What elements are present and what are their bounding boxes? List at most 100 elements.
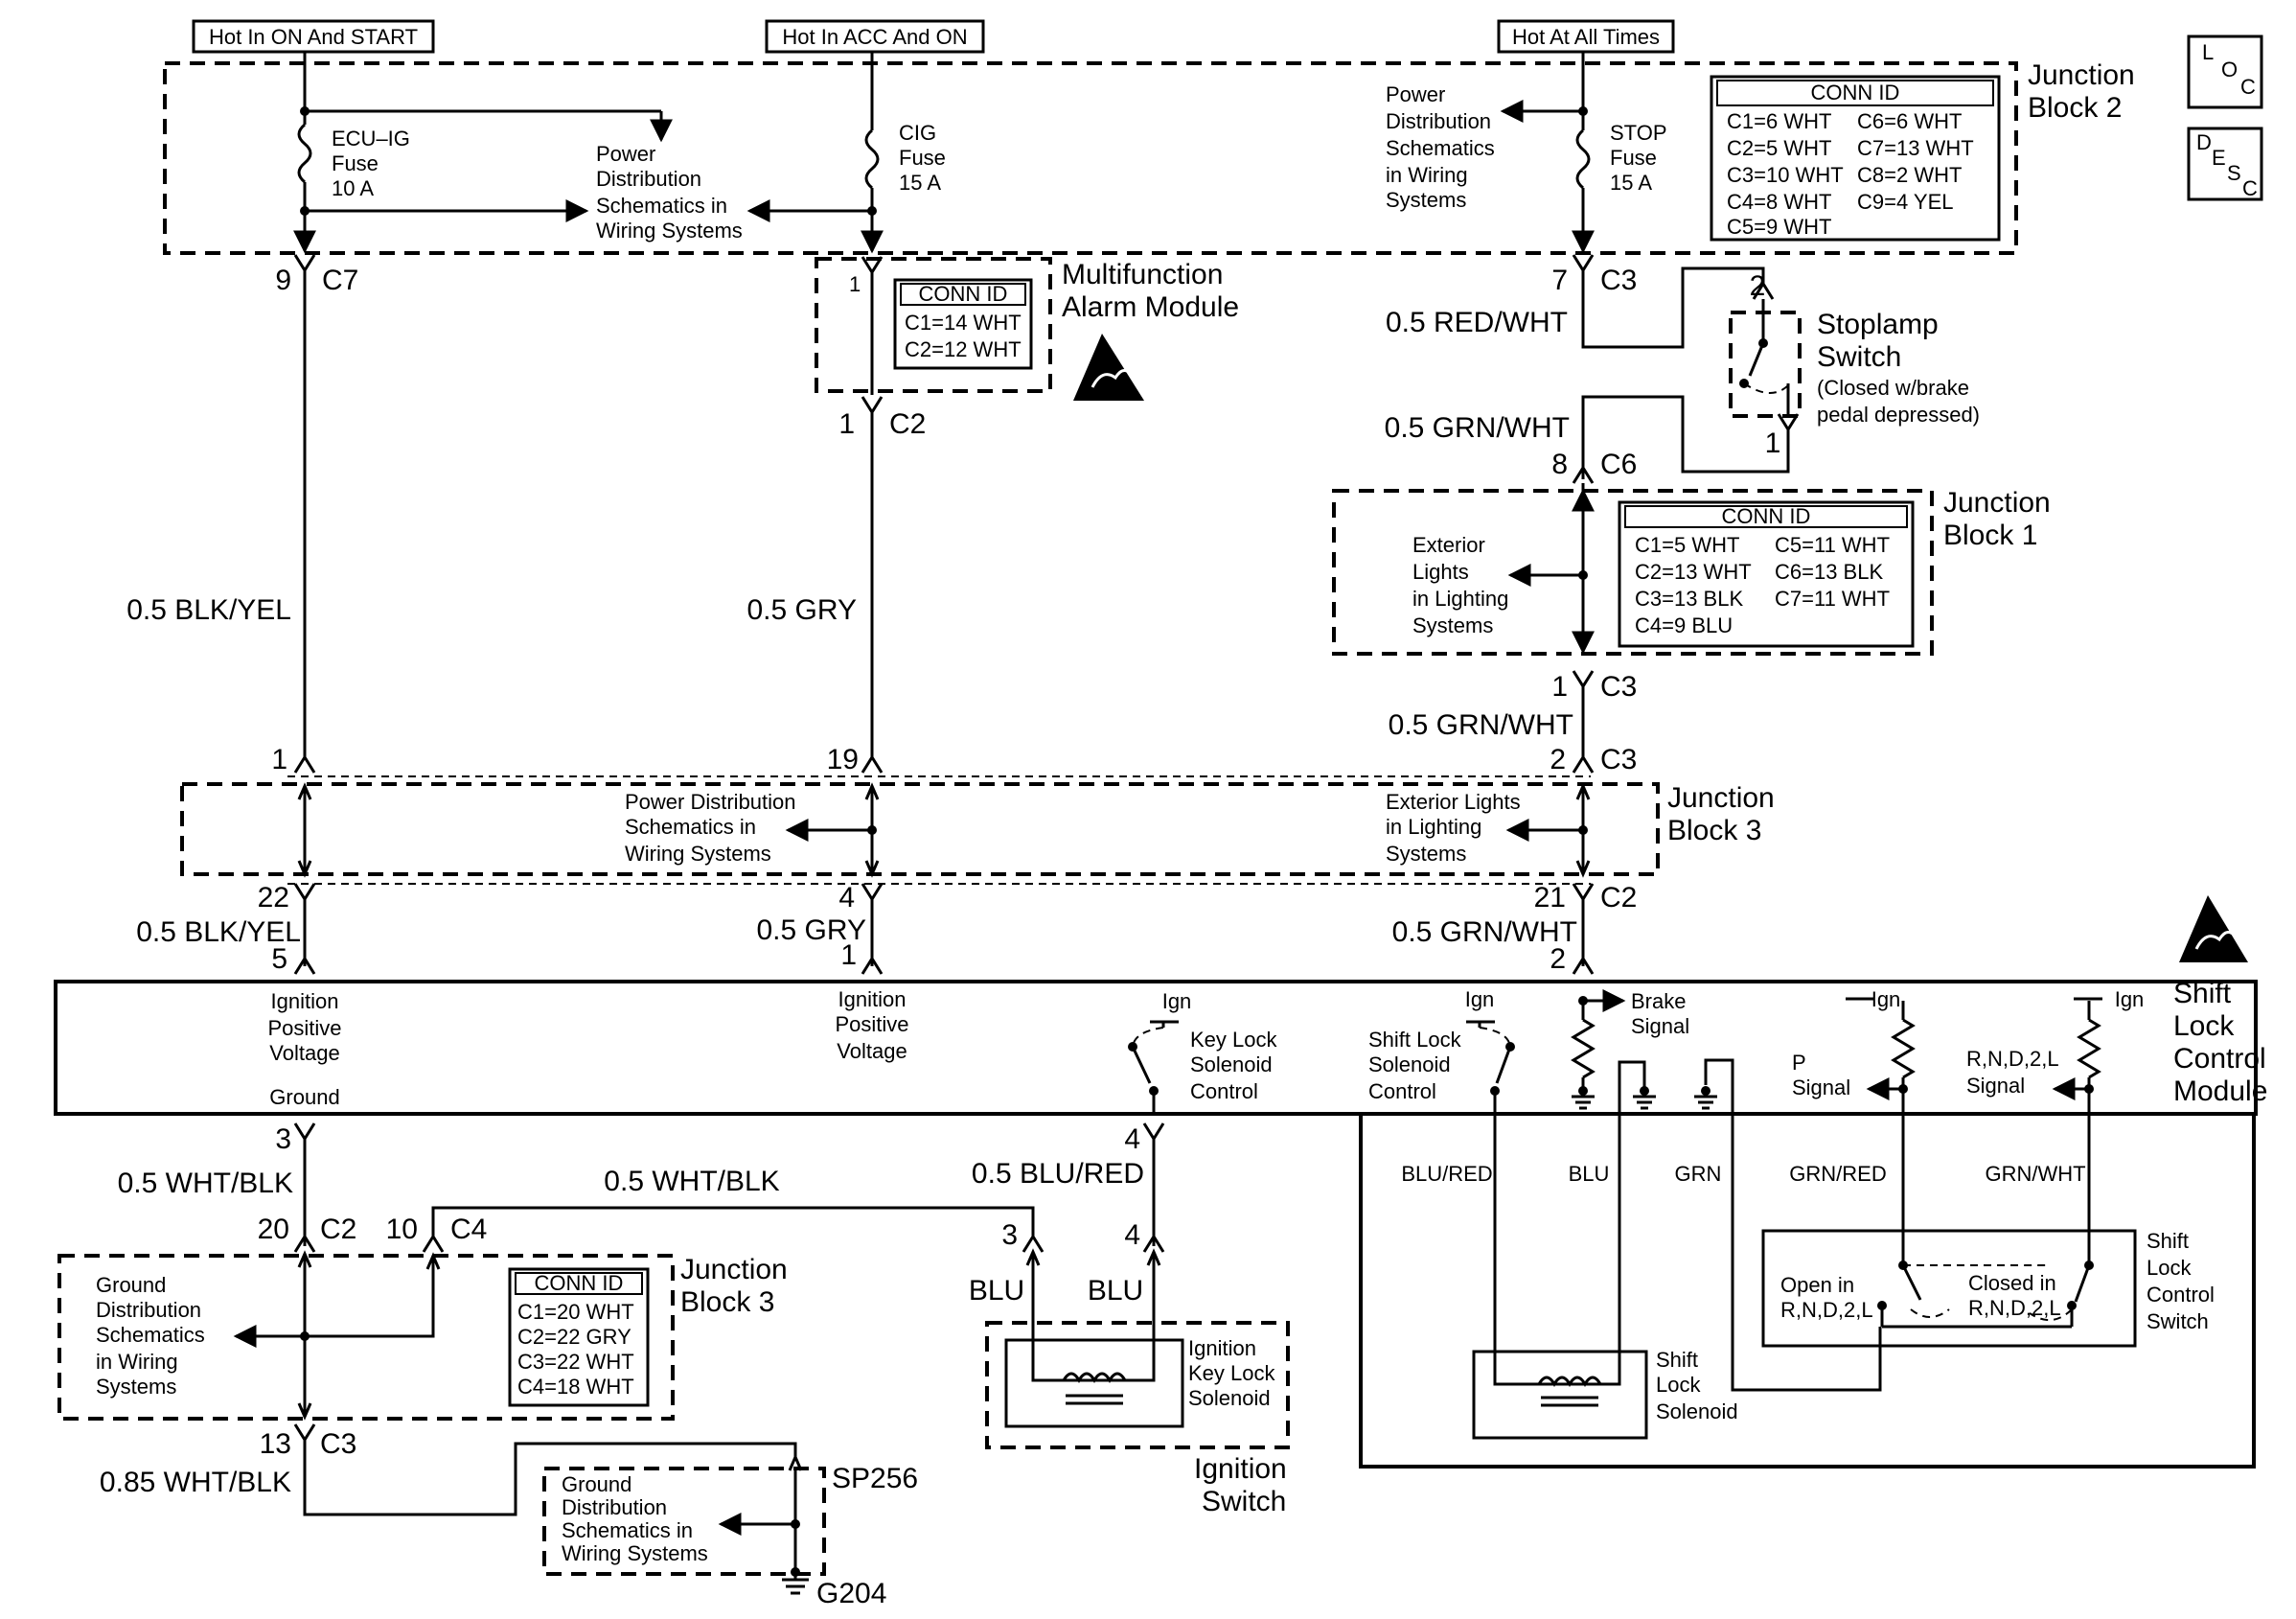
svg-text:ECU–IG: ECU–IG — [332, 127, 410, 150]
svg-text:Shift: Shift — [1656, 1348, 1698, 1372]
multifunction-alarm-module: Multifunction Alarm Module 1 CONN ID C1=… — [815, 257, 1239, 393]
cig-fuse-icon — [864, 128, 880, 190]
resistor-icon — [1571, 1018, 1596, 1079]
desc-icon[interactable]: D E S C — [2187, 127, 2263, 201]
svg-text:Solenoid: Solenoid — [1190, 1052, 1273, 1076]
svg-text:5: 5 — [271, 943, 287, 975]
svg-text:Block 1: Block 1 — [1943, 520, 2037, 551]
svg-text:Voltage: Voltage — [269, 1041, 339, 1065]
svg-text:2: 2 — [1750, 270, 1766, 302]
wire-label: 0.5 RED/WHT — [1386, 307, 1568, 338]
svg-text:1: 1 — [849, 272, 861, 296]
ecu-ig-fuse-label: ECU–IG Fuse 10 A — [332, 127, 410, 200]
connector-icon — [293, 754, 316, 774]
svg-text:CONN ID: CONN ID — [919, 282, 1008, 306]
svg-text:10 A: 10 A — [332, 176, 374, 200]
svg-text:C1=5 WHT: C1=5 WHT — [1635, 533, 1739, 557]
svg-text:Ign: Ign — [1871, 987, 1901, 1011]
svg-text:Switch: Switch — [1202, 1486, 1286, 1517]
wire-label: 0.85 WHT/BLK — [100, 1467, 291, 1498]
svg-text:C7: C7 — [322, 265, 358, 296]
svg-text:CONN ID: CONN ID — [535, 1271, 624, 1295]
svg-text:Schematics: Schematics — [96, 1323, 205, 1347]
svg-text:in Lighting: in Lighting — [1386, 815, 1481, 839]
svg-text:Key Lock: Key Lock — [1190, 1028, 1277, 1052]
svg-text:C4=18 WHT: C4=18 WHT — [517, 1375, 634, 1399]
svg-text:Ignition: Ignition — [838, 987, 907, 1011]
svg-text:Schematics in: Schematics in — [625, 815, 756, 839]
svg-text:SP256: SP256 — [832, 1463, 918, 1494]
svg-text:C2=12 WHT: C2=12 WHT — [905, 337, 1022, 361]
svg-text:Distribution: Distribution — [562, 1495, 667, 1519]
svg-text:Power: Power — [596, 142, 655, 166]
connector-icon — [861, 396, 884, 415]
svg-text:C4=9 BLU: C4=9 BLU — [1635, 613, 1733, 637]
svg-text:1: 1 — [1551, 671, 1568, 703]
svg-text:C1=20 WHT: C1=20 WHT — [517, 1300, 634, 1324]
svg-text:C1=14 WHT: C1=14 WHT — [905, 311, 1022, 335]
svg-text:7: 7 — [1551, 265, 1568, 296]
jb2-power-distribution-right: Power Distribution Schematics in Wiring … — [1386, 82, 1495, 212]
svg-text:1: 1 — [271, 744, 287, 775]
svg-text:Hot At All Times: Hot At All Times — [1512, 25, 1660, 49]
svg-text:R,N,D,2,L: R,N,D,2,L — [1780, 1298, 1873, 1322]
power-source-on-start: Hot In ON And START — [192, 19, 435, 54]
svg-text:Ign: Ign — [2115, 987, 2145, 1011]
svg-text:Brake: Brake — [1631, 989, 1686, 1013]
svg-text:C6=13 BLK: C6=13 BLK — [1775, 560, 1883, 584]
ecu-ig-fuse-icon — [297, 123, 312, 184]
svg-text:Block 3: Block 3 — [680, 1286, 774, 1318]
svg-text:Ignition: Ignition — [271, 989, 339, 1013]
svg-text:C6=6 WHT: C6=6 WHT — [1857, 109, 1962, 133]
svg-text:D: D — [2196, 130, 2212, 154]
svg-text:C8=2 WHT: C8=2 WHT — [1857, 163, 1962, 187]
stop-fuse-label: STOP Fuse 15 A — [1610, 121, 1667, 195]
svg-text:4: 4 — [1124, 1123, 1140, 1155]
svg-text:CIG: CIG — [899, 121, 936, 145]
svg-text:pedal depressed): pedal depressed) — [1817, 403, 1980, 427]
svg-text:Schematics in: Schematics in — [562, 1518, 693, 1542]
svg-text:Positive: Positive — [267, 1016, 341, 1040]
svg-text:Solenoid: Solenoid — [1188, 1386, 1271, 1410]
ground-icon — [1694, 1086, 1717, 1110]
solenoid-coil-icon — [1062, 1372, 1127, 1384]
svg-text:20: 20 — [258, 1214, 289, 1245]
svg-text:Systems: Systems — [1386, 188, 1466, 212]
solenoid-coil-icon — [1537, 1376, 1602, 1388]
svg-text:P: P — [1792, 1051, 1806, 1075]
svg-text:Control: Control — [1368, 1079, 1436, 1103]
svg-text:Multifunction: Multifunction — [1062, 259, 1223, 290]
esd-warning-icon — [1073, 334, 1144, 401]
svg-text:in Wiring: in Wiring — [96, 1350, 178, 1374]
svg-text:Stoplamp: Stoplamp — [1817, 309, 1939, 340]
svg-text:C4: C4 — [450, 1214, 487, 1245]
svg-text:C5=9 WHT: C5=9 WHT — [1727, 215, 1831, 239]
esd-warning-icon — [2179, 895, 2248, 962]
svg-text:15 A: 15 A — [899, 171, 941, 195]
svg-text:CONN ID: CONN ID — [1811, 81, 1900, 104]
svg-text:C: C — [2240, 75, 2256, 99]
svg-text:Wiring Systems: Wiring Systems — [596, 219, 743, 243]
svg-text:3: 3 — [275, 1123, 291, 1155]
svg-text:Lock: Lock — [2147, 1256, 2192, 1280]
svg-text:GRN/RED: GRN/RED — [1789, 1162, 1886, 1186]
svg-text:STOP: STOP — [1610, 121, 1667, 145]
svg-text:R,N,D,2,L: R,N,D,2,L — [1968, 1296, 2061, 1320]
svg-text:Exterior Lights: Exterior Lights — [1386, 790, 1521, 814]
svg-text:Solenoid: Solenoid — [1656, 1399, 1738, 1423]
power-source-acc-on: Hot In ACC And ON — [765, 19, 985, 54]
power-source-all-times: Hot At All Times — [1497, 19, 1675, 54]
svg-text:4: 4 — [838, 882, 855, 914]
loc-icon[interactable]: L O C — [2187, 35, 2263, 109]
svg-text:C3=22 WHT: C3=22 WHT — [517, 1350, 634, 1374]
svg-text:Distribution: Distribution — [596, 167, 701, 191]
svg-text:C2=13 WHT: C2=13 WHT — [1635, 560, 1752, 584]
connector-icon — [293, 1423, 316, 1443]
junction-block-3-upper: Junction Block 3 Power Distribution Sche… — [180, 775, 1775, 885]
svg-text:C3: C3 — [1600, 265, 1637, 296]
svg-text:C2=5 WHT: C2=5 WHT — [1727, 136, 1831, 160]
svg-text:Signal: Signal — [1631, 1014, 1689, 1038]
wire-label: 0.5 GRY — [746, 594, 857, 626]
